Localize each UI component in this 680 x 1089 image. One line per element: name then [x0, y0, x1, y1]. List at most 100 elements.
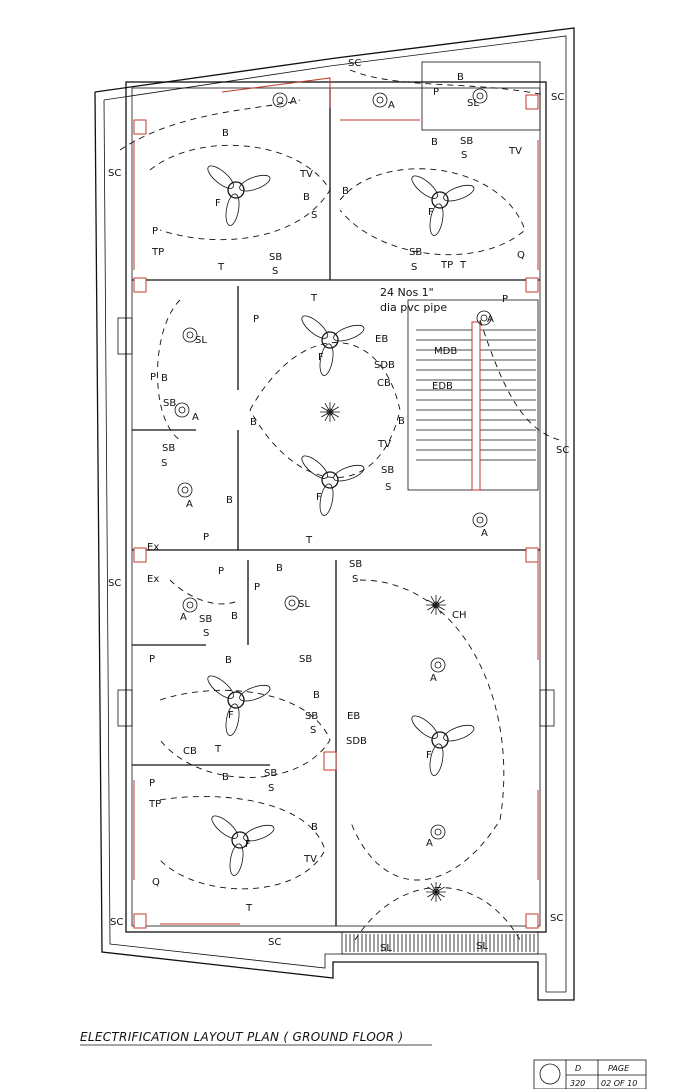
symbol-label: B: [457, 72, 464, 83]
symbol-label: B: [222, 772, 229, 783]
symbol-label: SB: [381, 465, 394, 476]
symbol-label: SB: [299, 654, 312, 665]
symbol-label: B: [342, 186, 349, 197]
symbol-label: TV: [299, 169, 313, 180]
symbol-label: CB: [377, 378, 391, 389]
light-point-icon: [174, 402, 190, 418]
symbol-label: F: [428, 207, 434, 218]
symbol-label: S: [272, 266, 278, 277]
symbol-label: T: [459, 260, 467, 271]
symbol-label: T: [217, 262, 225, 273]
symbol-label: P: [254, 582, 260, 593]
symbol-label: SC: [108, 168, 121, 179]
title-block: D 320 PAGE 02 OF 10: [533, 1059, 647, 1089]
symbol-label: SB: [409, 247, 422, 258]
symbol-label: A: [290, 96, 297, 107]
symbol-label: S: [311, 210, 317, 221]
symbol-label: B: [303, 192, 310, 203]
symbol-label: F: [215, 198, 221, 209]
symbol-label: SL: [195, 335, 207, 346]
symbol-label: B: [222, 128, 229, 139]
symbol-label: SC: [556, 445, 569, 456]
ceiling-fan-icon: [411, 715, 475, 776]
symbol-label: B: [225, 655, 232, 666]
symbol-label: SL: [476, 941, 488, 952]
symbol-label: A: [430, 673, 437, 684]
symbol-label: S: [411, 262, 417, 273]
light-point-icon: [177, 482, 193, 498]
symbol-label: SDB: [346, 736, 367, 747]
symbol-label: SB: [460, 136, 473, 147]
chandelier-icon: [320, 402, 340, 422]
chandelier-icon: [426, 595, 446, 615]
symbol-label: S: [352, 574, 358, 585]
symbol-label: B: [226, 495, 233, 506]
symbol-label: TV: [303, 854, 317, 865]
symbol-label: S: [268, 783, 274, 794]
symbol-label: SB: [162, 443, 175, 454]
drawing-title: ELECTRIFICATION LAYOUT PLAN ( GROUND FLO…: [80, 1030, 404, 1044]
symbol-label: TP: [148, 799, 161, 810]
symbol-label: A: [487, 314, 494, 325]
symbol-label: B: [250, 417, 257, 428]
ceiling-fan-icon: [301, 315, 365, 376]
symbol-label: B: [431, 137, 438, 148]
symbol-label: F: [228, 710, 234, 721]
title-block-page-label: PAGE: [608, 1064, 630, 1073]
symbol-label: F: [245, 839, 251, 850]
light-point-icon: [472, 88, 488, 104]
symbol-label: MDB: [434, 346, 457, 357]
symbol-label: S: [310, 725, 316, 736]
symbol-label: P: [149, 778, 155, 789]
symbol-label: SB: [349, 559, 362, 570]
symbol-label: P: [152, 226, 158, 237]
symbol-label: SB: [163, 398, 176, 409]
ceiling-fan-icon: [207, 165, 271, 226]
symbol-label: B: [231, 611, 238, 622]
symbol-label: CB: [183, 746, 197, 757]
symbol-label: F: [318, 352, 324, 363]
title-block-page-value: 02 OF 10: [601, 1079, 637, 1088]
title-block-num: 320: [570, 1079, 585, 1088]
symbol-label: B: [311, 822, 318, 833]
ceiling-lights: [174, 88, 492, 902]
light-point-icon: [476, 310, 492, 326]
symbol-label: P: [149, 654, 155, 665]
staircase: [416, 321, 536, 491]
symbol-label: TV: [377, 439, 391, 450]
symbol-label: SL: [298, 599, 310, 610]
symbol-label: F: [426, 750, 432, 761]
symbol-label: TP: [151, 247, 164, 258]
pipe-note: 24 Nos 1" dia pvc pipe: [380, 286, 447, 314]
symbol-label: S: [161, 458, 167, 469]
light-point-icon: [182, 327, 198, 343]
symbol-label: TP: [440, 260, 453, 271]
ceiling-fan-icon: [211, 815, 275, 876]
symbol-label: Ex: [147, 574, 159, 585]
symbol-label: Q: [152, 877, 160, 888]
symbol-label: SB: [269, 252, 282, 263]
symbol-label: B: [398, 416, 405, 427]
symbol-label: A: [186, 499, 193, 510]
symbol-label: P: [150, 372, 156, 383]
symbol-label: Ex: [147, 542, 159, 553]
symbol-label: B: [313, 690, 320, 701]
symbol-label: T: [305, 535, 313, 546]
title-block-d: D: [575, 1064, 581, 1073]
symbol-label: SC: [268, 937, 281, 948]
symbol-label: SC: [550, 913, 563, 924]
symbol-label: SL: [467, 98, 479, 109]
pipe-note-line-2: dia pvc pipe: [380, 301, 447, 314]
light-point-icon: [430, 657, 446, 673]
ceiling-fans: [207, 165, 475, 876]
symbol-label: T: [214, 744, 222, 755]
light-point-icon: [472, 512, 488, 528]
symbol-label: P: [203, 532, 209, 543]
symbol-label: A: [388, 100, 395, 111]
symbol-label: A: [192, 412, 199, 423]
light-point-icon: [372, 92, 388, 108]
symbol-label: S: [385, 482, 391, 493]
ceiling-fan-icon: [207, 675, 271, 736]
